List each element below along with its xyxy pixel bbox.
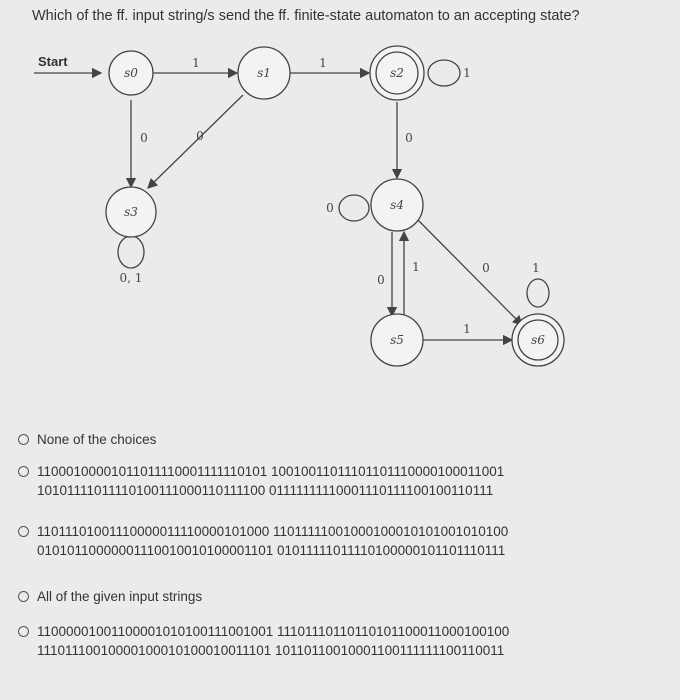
edge-label-s6-loop: 1 xyxy=(532,261,540,275)
option-text: 11011101001110000011110000101000 1101111… xyxy=(37,524,509,539)
state-s0 xyxy=(108,50,154,96)
edge-label-s0-s3: 0 xyxy=(140,131,148,145)
edge-label-s1-s3: 0 xyxy=(196,129,204,143)
option-text-line-2: 11101110010000100010100010011101 1011011… xyxy=(37,643,505,658)
state-s6-label: s6 xyxy=(531,333,545,347)
option-input-string-3[interactable]: 11000001001100001010100111001001 1110111… xyxy=(18,622,509,660)
state-s5 xyxy=(370,313,424,367)
edge-label-s2-loop: 1 xyxy=(463,66,471,80)
option-text-line-2: 10101111011110100111000110111100 0111111… xyxy=(37,483,494,498)
radio-button[interactable] xyxy=(18,526,29,537)
option-text-line-2: 01010110000001110010010100001101 0101111… xyxy=(37,543,506,558)
state-s1 xyxy=(237,46,291,100)
edge-label-s3-loop: 0, 1 xyxy=(120,271,143,285)
state-s3 xyxy=(105,186,157,238)
edge-label-s1-s2: 1 xyxy=(319,56,327,70)
option-text: None of the choices xyxy=(37,432,157,447)
state-s3-label: s3 xyxy=(124,205,138,219)
state-s1-label: s1 xyxy=(257,66,271,80)
radio-button[interactable] xyxy=(18,434,29,445)
radio-button[interactable] xyxy=(18,591,29,602)
state-s4-label: s4 xyxy=(390,198,404,212)
state-s4 xyxy=(370,178,424,232)
edge-label-s5-s4: 1 xyxy=(412,260,420,274)
radio-button[interactable] xyxy=(18,626,29,637)
state-s5-label: s5 xyxy=(390,333,404,347)
radio-button[interactable] xyxy=(18,466,29,477)
question-text: Which of the ff. input string/s send the… xyxy=(32,8,580,24)
edge-label-s0-s1: 1 xyxy=(192,56,200,70)
option-input-string-1[interactable]: 11000100001011011110001111110101 1001001… xyxy=(18,462,504,500)
option-input-string-2[interactable]: 11011101001110000011110000101000 1101111… xyxy=(18,522,508,560)
option-text: 11000001001100001010100111001001 1110111… xyxy=(37,624,510,639)
option-text: All of the given input strings xyxy=(37,589,203,604)
edge-label-s4-s6: 0 xyxy=(482,261,490,275)
option-all-of-the-given[interactable]: All of the given input strings xyxy=(18,587,202,606)
edge-label-s2-s4: 0 xyxy=(405,131,413,145)
edge-label-s4-s5: 0 xyxy=(377,273,385,287)
edge-label-s4-loop: 0 xyxy=(326,201,334,215)
option-none-of-the-choices[interactable]: None of the choices xyxy=(18,430,156,449)
option-text: 11000100001011011110001111110101 1001001… xyxy=(37,464,505,479)
state-s2-label: s2 xyxy=(390,66,404,80)
state-s0-label: s0 xyxy=(124,66,138,80)
start-label: Start xyxy=(38,54,68,69)
edge-label-s5-s6: 1 xyxy=(463,322,471,336)
automaton-diagram: Start s0 s1 s2 s3 s4 s5 s6 1 1 1 0 0 0 0… xyxy=(34,45,565,367)
